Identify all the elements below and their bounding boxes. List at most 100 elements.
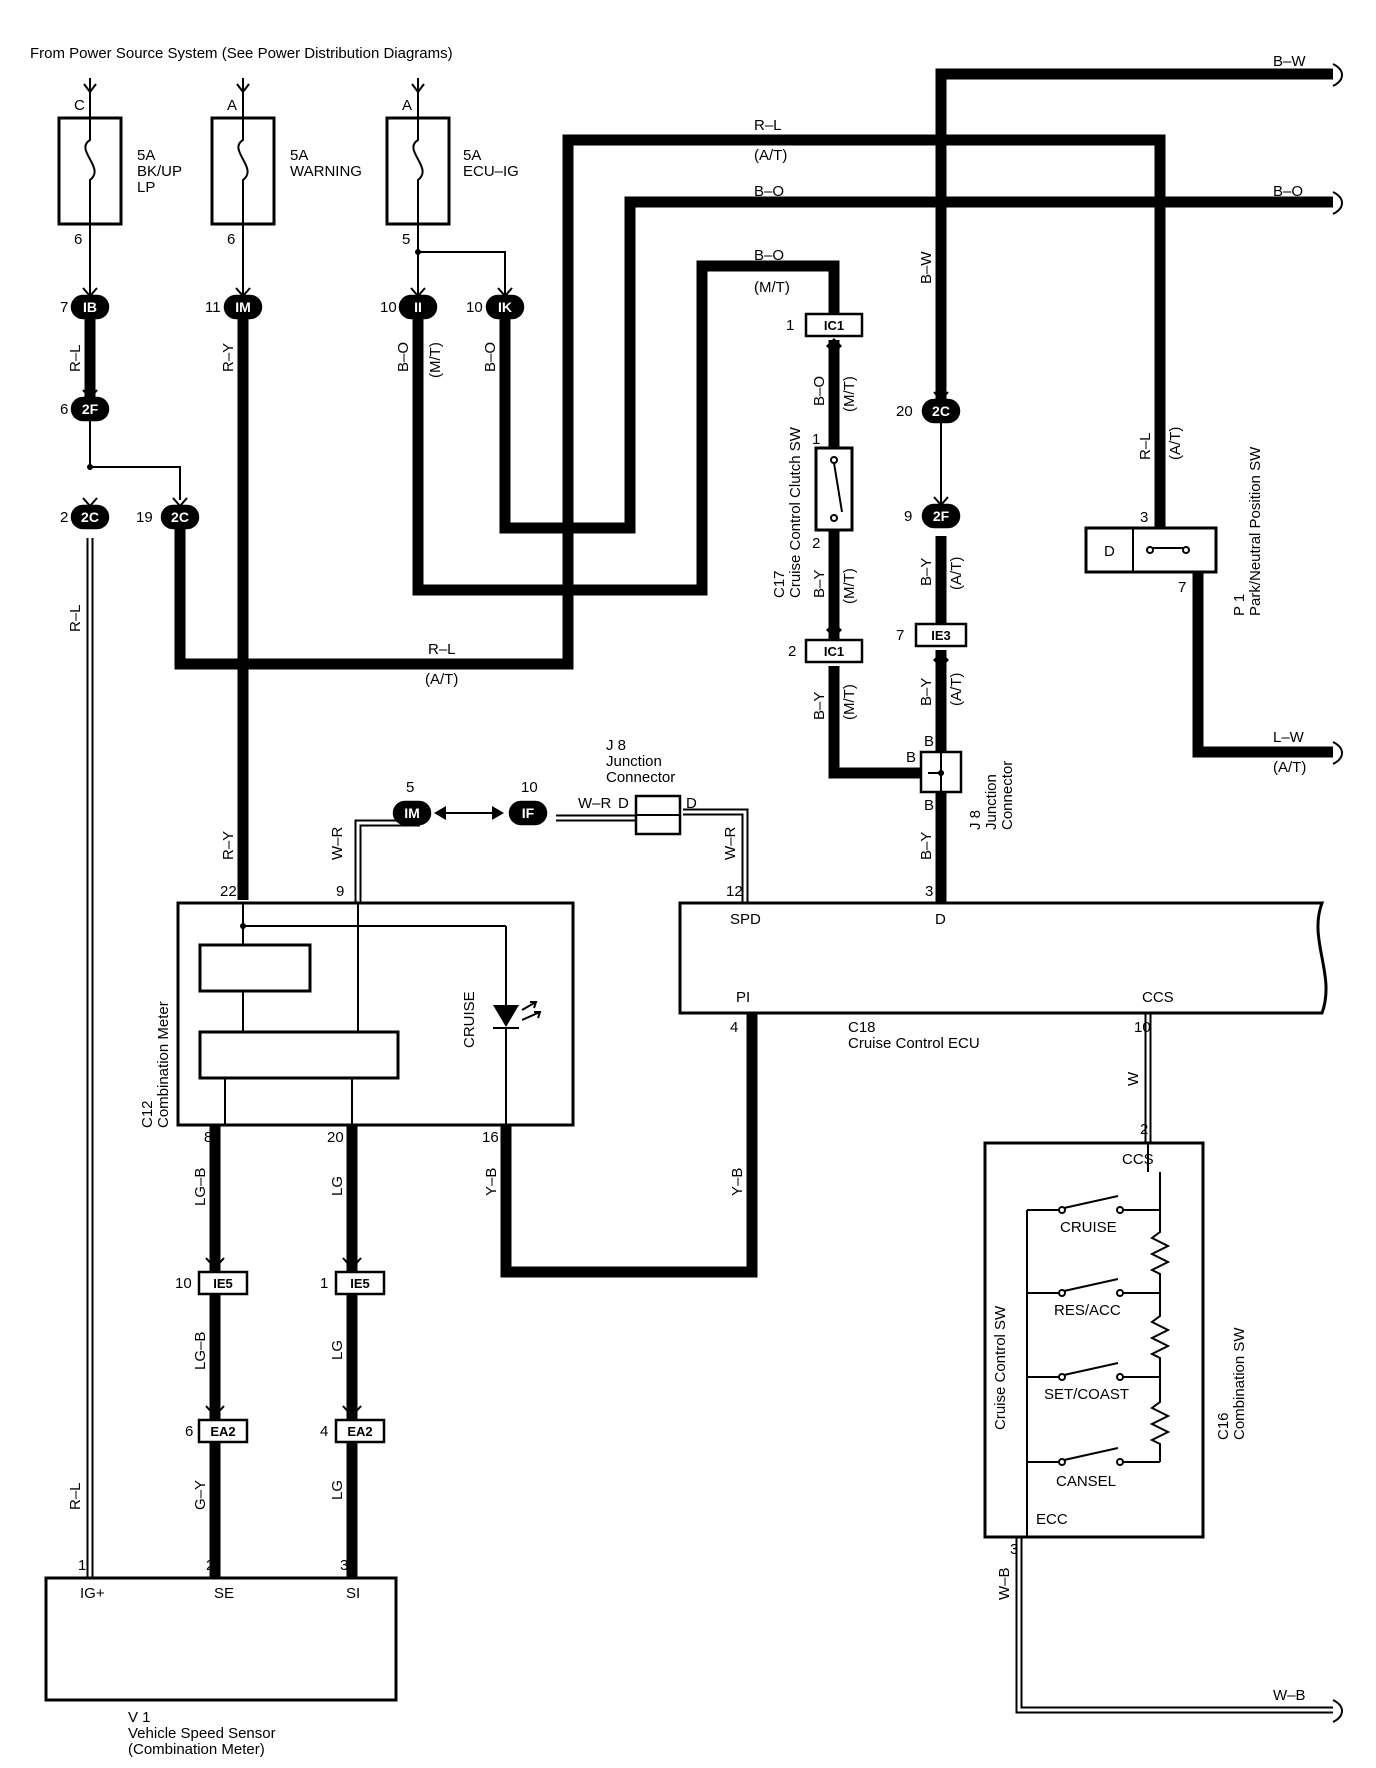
meter-block-lower: [198, 1030, 400, 1080]
wire-b-o-mt: [412, 260, 840, 596]
svg-text:8: 8: [204, 1129, 212, 1146]
svg-text:II: II: [414, 299, 422, 315]
svg-text:ECC: ECC: [1036, 1511, 1068, 1528]
fuse-warning: A 5A WARNING 6: [210, 78, 362, 248]
svg-text:10: 10: [466, 299, 483, 316]
label-b-y-at1: B–Y: [918, 558, 935, 586]
cruise-indicator-icon: [493, 1001, 542, 1125]
label-lg-3: LG: [329, 1480, 346, 1500]
svg-text:6: 6: [60, 401, 68, 418]
label-b-y-at2: B–Y: [918, 678, 935, 706]
svg-text:D: D: [686, 795, 697, 812]
svg-text:3: 3: [1140, 509, 1148, 526]
svg-text:IK: IK: [498, 299, 512, 315]
wire-b-w: [935, 68, 1333, 400]
v1-sub: (Combination Meter): [128, 1741, 265, 1758]
svg-text:9: 9: [904, 508, 912, 525]
c16-inner-name: Cruise Control SW: [992, 1305, 1009, 1430]
svg-text:B: B: [924, 733, 934, 750]
svg-text:D: D: [935, 911, 946, 928]
label-at-p1: (A/T): [1167, 427, 1184, 460]
svg-text:D: D: [618, 795, 629, 812]
wire-y-b: [500, 1013, 758, 1278]
connector-ie5-b: IE5 1: [320, 1257, 386, 1296]
fuse-terminal-out: 6: [227, 231, 235, 248]
wire-b-o: [499, 196, 1333, 534]
label-r-l-top: R–L: [754, 117, 782, 134]
svg-text:1: 1: [812, 431, 820, 448]
wire-w-b: [1015, 1537, 1333, 1714]
svg-text:Connector: Connector: [606, 769, 675, 786]
svg-text:1: 1: [78, 1557, 86, 1574]
svg-text:IM: IM: [404, 805, 420, 821]
label-at-bottom: (A/T): [425, 671, 458, 688]
connector-if-mid: IF 10: [446, 779, 548, 826]
label-b-w-v: B–W: [918, 251, 935, 284]
svg-text:RES/ACC: RES/ACC: [1054, 1302, 1121, 1319]
svg-text:7: 7: [60, 299, 68, 316]
svg-text:19: 19: [136, 509, 153, 526]
fuse-rating: 5A: [463, 147, 481, 164]
connector-im-mid: IM 5: [392, 779, 446, 826]
label-mt-c17: (M/T): [841, 376, 858, 412]
svg-text:22: 22: [220, 883, 237, 900]
source-note: From Power Source System (See Power Dist…: [30, 45, 453, 62]
svg-text:16: 16: [482, 1129, 499, 1146]
svg-text:Junction: Junction: [983, 774, 1000, 830]
fuse-terminal-out: 5: [402, 231, 410, 248]
combination-switch: 2 CCS ECC 3 CRUISE RES/ACC: [983, 1121, 1248, 1558]
fuse-rating: 5A: [137, 147, 155, 164]
fuse-terminal-in: A: [227, 97, 237, 114]
svg-text:2: 2: [788, 643, 796, 660]
resistor-ladder-icon: [1149, 1172, 1171, 1462]
svg-text:CANSEL: CANSEL: [1056, 1473, 1116, 1490]
switch-row-cansel: CANSEL: [1027, 1447, 1160, 1490]
svg-text:7: 7: [1178, 579, 1186, 596]
label-b-o-v2: B–O: [482, 342, 499, 372]
svg-text:SE: SE: [214, 1585, 234, 1602]
svg-text:J 8: J 8: [967, 810, 984, 830]
svg-text:10: 10: [175, 1275, 192, 1292]
junction-connector-right: B B B J 8 Junction Connector: [906, 733, 1016, 830]
svg-text:CCS: CCS: [1142, 989, 1174, 1006]
svg-text:IC1: IC1: [824, 644, 844, 659]
label-mt-top: (M/T): [754, 279, 790, 296]
c16-code: C16: [1215, 1412, 1232, 1440]
svg-text:CRUISE: CRUISE: [1060, 1219, 1117, 1236]
label-r-l-v3: R–L: [67, 1482, 84, 1510]
svg-text:CCS: CCS: [1122, 1151, 1154, 1168]
label-b-w-end: B–W: [1273, 53, 1306, 70]
c18-code: C18: [848, 1019, 876, 1036]
svg-text:Junction: Junction: [606, 753, 662, 770]
svg-text:10: 10: [380, 299, 397, 316]
label-g-y: G–Y: [192, 1480, 209, 1510]
svg-text:1: 1: [786, 317, 794, 334]
c17-name: Cruise Control Clutch SW: [787, 426, 804, 598]
c18-name: Cruise Control ECU: [848, 1035, 980, 1052]
label-lg-b-1: LG–B: [192, 1168, 209, 1206]
label-w-r-v2: W–R: [722, 827, 739, 861]
label-w-b-v: W–B: [996, 1567, 1013, 1600]
park-neutral-switch: D 3 7 P 1 Park/Neutral Position SW: [1084, 446, 1264, 616]
svg-text:2: 2: [206, 1557, 214, 1574]
label-r-l-v1: R–L: [67, 344, 84, 372]
label-w-b-end: W–B: [1273, 1687, 1306, 1704]
wire-b-y-mt: [828, 666, 921, 779]
svg-text:6: 6: [185, 1423, 193, 1440]
label-w-r: W–R: [578, 795, 612, 812]
fuse-terminal-out: 6: [74, 231, 82, 248]
svg-text:SPD: SPD: [730, 911, 761, 928]
svg-text:20: 20: [896, 403, 913, 420]
svg-text:SET/COAST: SET/COAST: [1044, 1386, 1129, 1403]
connector-2c-b: 2C 19: [136, 497, 200, 530]
label-r-y-v2: R–Y: [220, 831, 237, 860]
fuse-icon: [237, 118, 249, 224]
svg-text:EA2: EA2: [347, 1424, 372, 1439]
svg-text:7: 7: [896, 627, 904, 644]
svg-text:2F: 2F: [82, 401, 99, 417]
svg-text:Connector: Connector: [999, 761, 1016, 830]
svg-text:2: 2: [60, 509, 68, 526]
connector-im-top: IM 11: [205, 287, 263, 320]
label-w-r-v: W–R: [329, 827, 346, 861]
